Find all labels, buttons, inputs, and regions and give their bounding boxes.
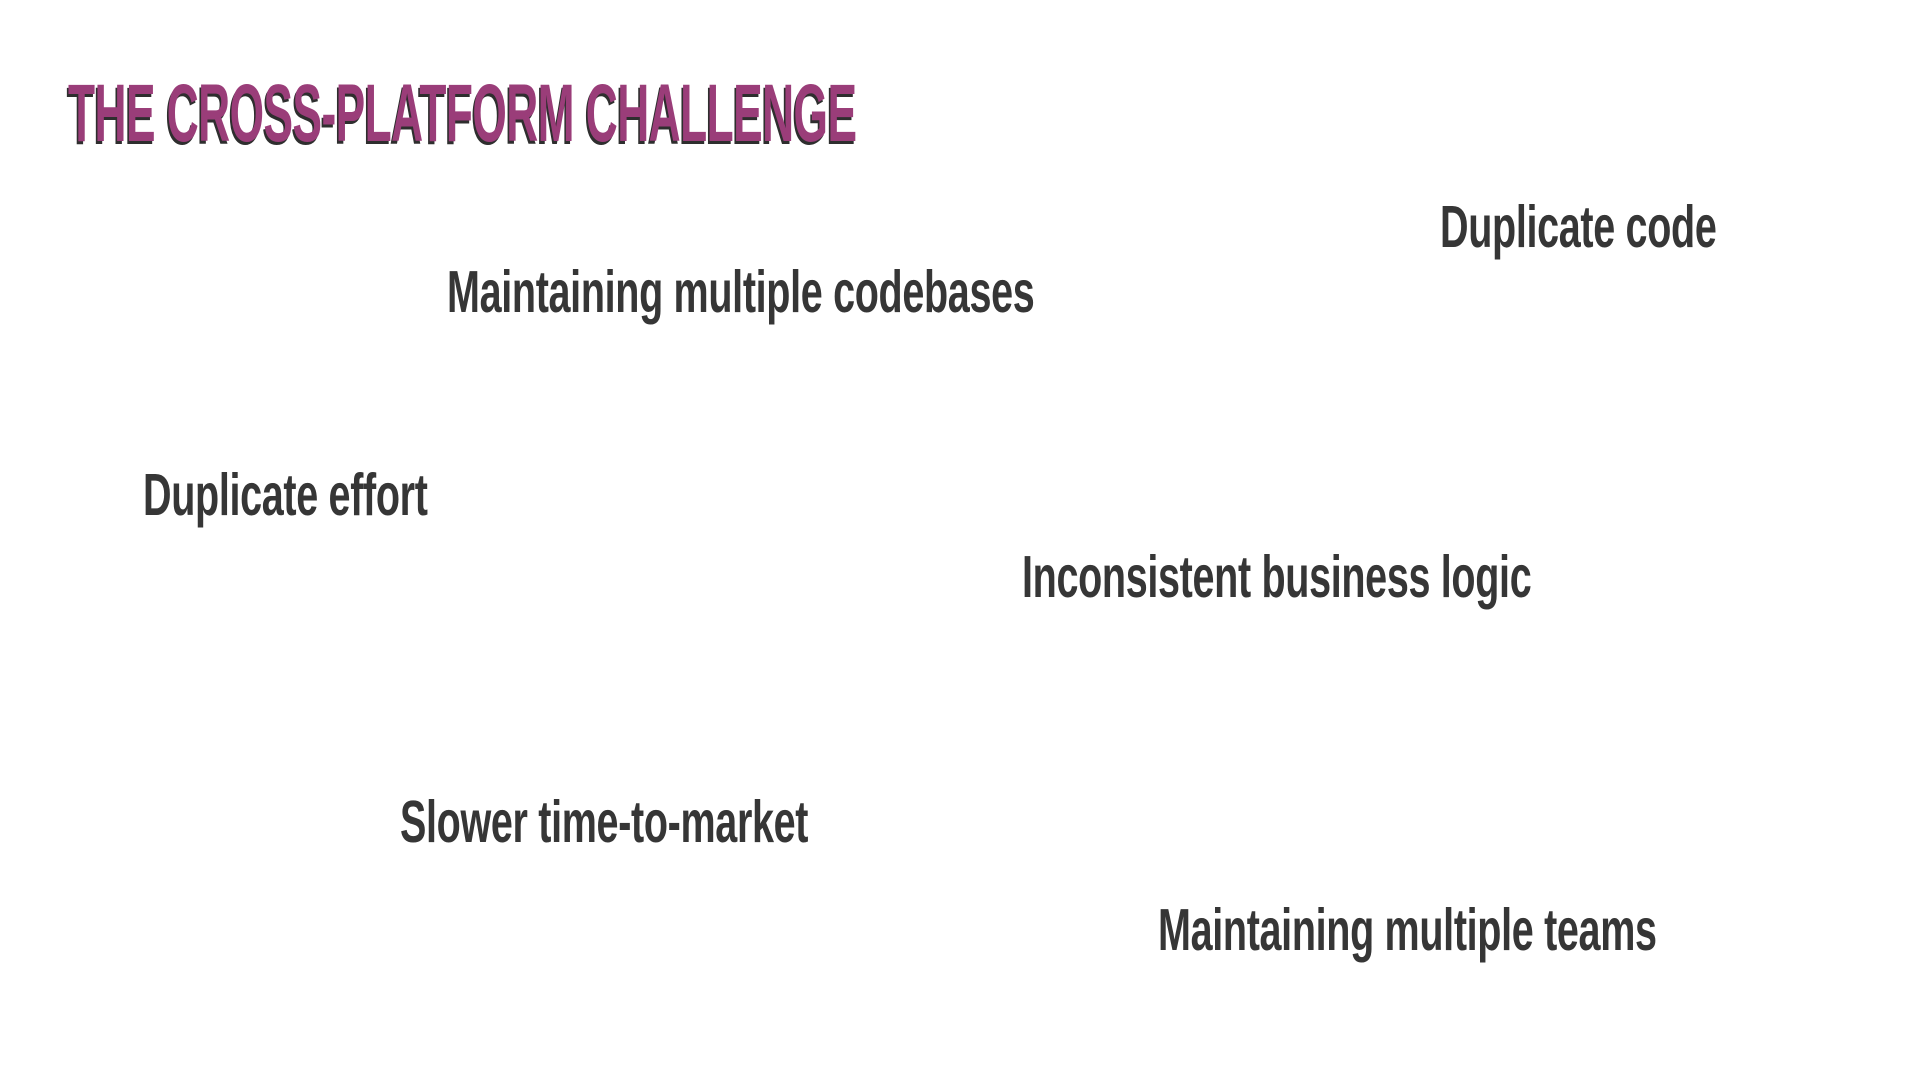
challenge-item-multiple-teams: Maintaining multiple teams	[1158, 897, 1657, 963]
challenge-item-slower-ttm: Slower time-to-market	[400, 789, 809, 855]
challenge-item-inconsistent-logic: Inconsistent business logic	[1022, 544, 1532, 610]
challenge-item-duplicate-code: Duplicate code	[1440, 194, 1717, 260]
challenge-item-duplicate-effort: Duplicate effort	[143, 462, 428, 528]
slide-title: THE CROSS-PLATFORM CHALLENGE	[68, 67, 857, 159]
challenge-item-multiple-codebases: Maintaining multiple codebases	[447, 259, 1035, 325]
